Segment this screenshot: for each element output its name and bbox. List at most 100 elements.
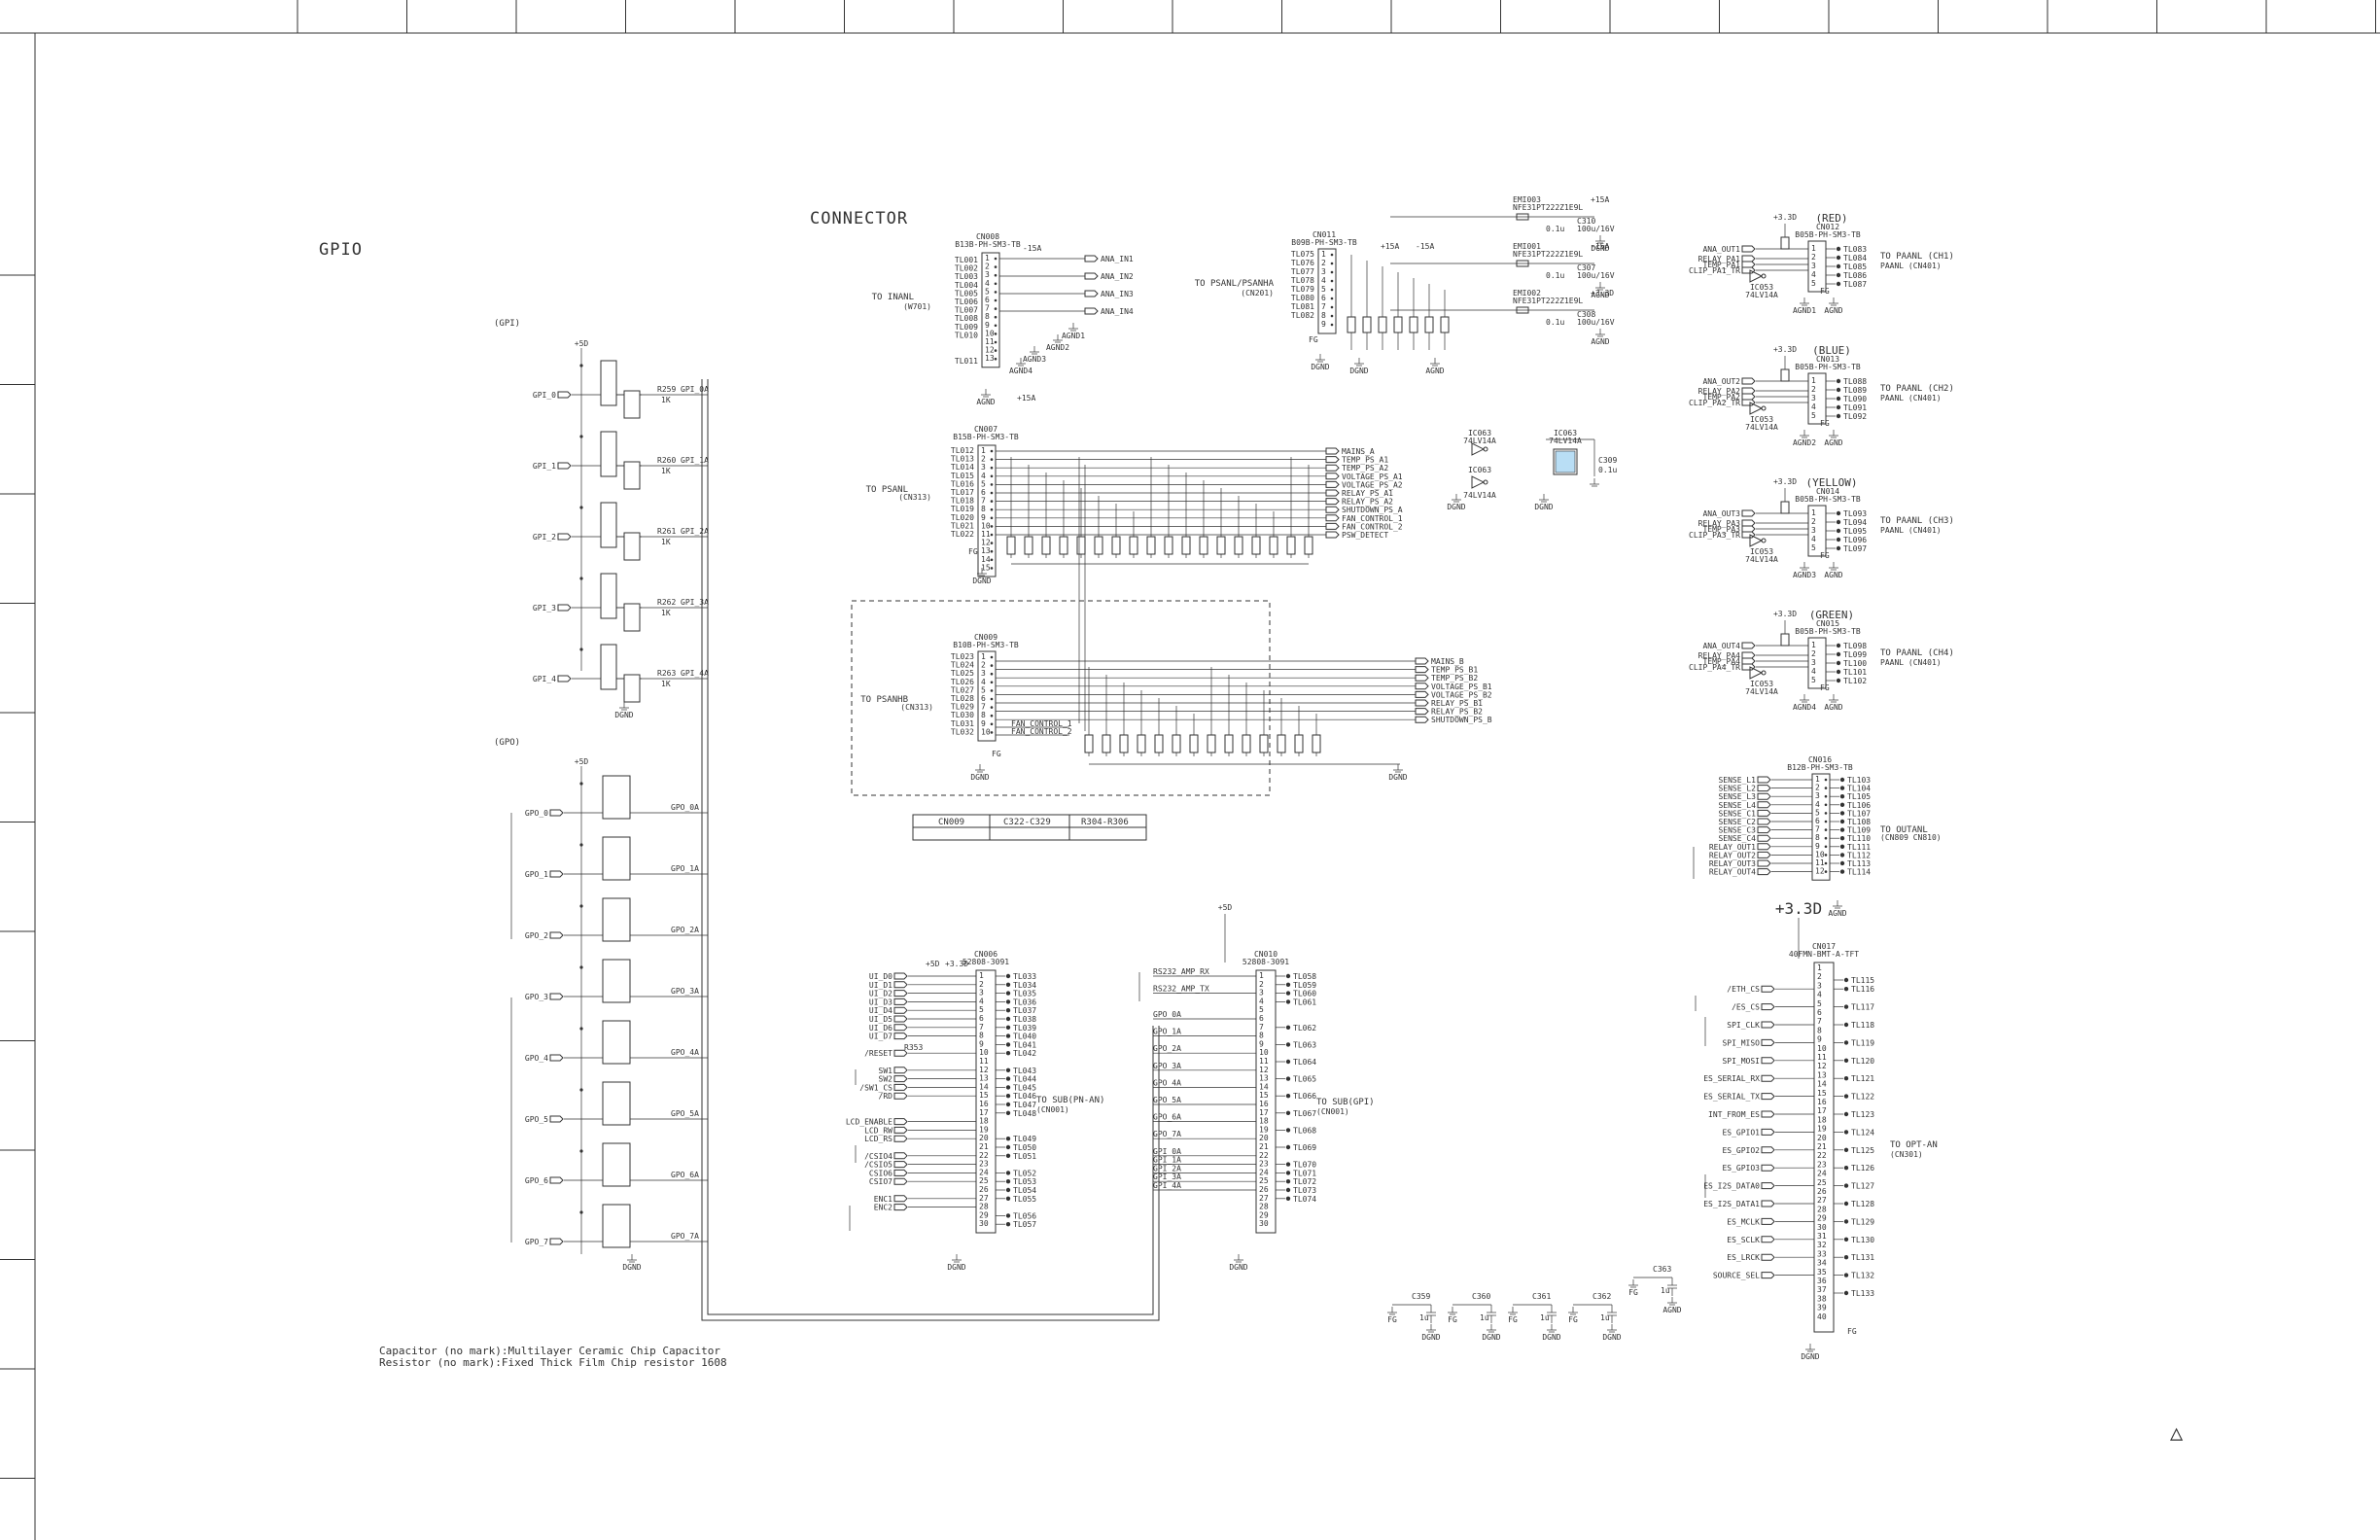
- test-point: [1843, 1058, 1849, 1064]
- test-point: [1285, 973, 1291, 979]
- test-point-tl056: TL056: [1013, 1211, 1036, 1220]
- decoupling-capacitors: C3591uFGDGNDC3601uFGDGNDC3611uFGDGNDC362…: [1387, 1265, 1682, 1342]
- test-point-tl105: TL105: [1847, 792, 1871, 801]
- cn009-cap-3: [1137, 734, 1146, 753]
- cn015-pin-number: 4: [1811, 667, 1816, 676]
- port-arrow: [557, 675, 572, 682]
- test-point-tl038: TL038: [1013, 1015, 1036, 1024]
- test-point: [1839, 777, 1845, 783]
- port-arrow: [893, 1118, 908, 1126]
- cn007-tl-tl015: TL015: [951, 472, 974, 480]
- test-point-tl126: TL126: [1851, 1164, 1874, 1172]
- cn008-pin-number: 9: [985, 321, 990, 330]
- test-point: [1839, 853, 1845, 858]
- port-arrow: [1084, 255, 1099, 262]
- cn008-dest: TO INANL: [872, 293, 914, 302]
- port-arrow: [1741, 642, 1756, 649]
- cn010-input-gpi-2a: GPI_2A: [1153, 1164, 1181, 1172]
- ic063-package-highlight: [1555, 450, 1576, 473]
- port-arrow: [1757, 851, 1771, 858]
- test-point-tl084: TL084: [1843, 254, 1867, 262]
- cn012-pin-number: 4: [1811, 270, 1816, 279]
- cn012-fg: FG: [1820, 287, 1830, 296]
- cn007-pin-mark: [990, 516, 994, 520]
- cn007-pin-number: 8: [981, 505, 986, 513]
- cn007-pin-number: 12: [981, 539, 991, 547]
- gpo-input-gpo-0: GPO_0: [525, 809, 548, 818]
- gpi-output-gpi-4a: GPI_4A: [681, 669, 709, 678]
- test-point: [1285, 1187, 1291, 1193]
- cn009-parts-table: CN009 C322-C329 R304-R306: [912, 814, 1147, 841]
- ground-label-dgnd: DGND: [1388, 773, 1407, 782]
- test-point-tl093: TL093: [1843, 509, 1867, 518]
- cn017-pin-number: 37: [1817, 1285, 1827, 1294]
- port-arrow: [893, 1152, 908, 1160]
- port-arrow: [1741, 255, 1756, 262]
- test-point: [1005, 1025, 1011, 1031]
- cn016-pin-number: 3: [1815, 791, 1820, 800]
- cn008-pin-mark: [994, 265, 998, 268]
- cn007-signal-voltage-ps-a2: VOLTAGE_PS_A2: [1342, 480, 1403, 489]
- cn008-pin-mark: [994, 357, 998, 361]
- cn009-pin-mark: [990, 655, 994, 659]
- port-arrow: [1325, 522, 1340, 530]
- cn014-ref: CN014: [1816, 487, 1839, 496]
- cn017-pin-number: 33: [1817, 1249, 1827, 1258]
- cn007-cap-8: [1146, 536, 1156, 555]
- port-arrow: [1325, 531, 1340, 539]
- gpi-resistor-ref-r260: R260: [657, 456, 676, 465]
- gpi-output-gpi-1a: GPI_1A: [681, 456, 709, 465]
- cn011-body: [1317, 248, 1337, 334]
- cn016-input-sense-c2: SENSE_C2: [1718, 818, 1756, 826]
- cn011-cap-3: [1393, 316, 1403, 333]
- cn008-pin-number: 8: [985, 312, 990, 321]
- cn008-pin-mark: [994, 349, 998, 352]
- cn011-pin-number: 9: [1321, 320, 1326, 329]
- cn017-input-spi-mosi: SPI_MOSI: [1722, 1057, 1760, 1066]
- cn007-pin-mark: [990, 491, 994, 495]
- cn007-tl-tl021: TL021: [951, 521, 974, 530]
- junction-dot: [579, 843, 583, 847]
- cn017-pin-number: 11: [1817, 1053, 1827, 1062]
- ground-label-fg: FG: [1387, 1315, 1397, 1324]
- cn009-pin-mark: [990, 664, 994, 667]
- ground-label-agnd2: AGND2: [1046, 343, 1069, 352]
- test-point-tl110: TL110: [1847, 834, 1871, 843]
- cn007-tl-tl014: TL014: [951, 463, 974, 472]
- test-point: [1836, 413, 1841, 419]
- cn011-fg: FG: [1309, 335, 1318, 344]
- test-point: [1843, 1040, 1849, 1045]
- ground-label-agnd: AGND: [1591, 291, 1609, 299]
- ground-label-dgnd: DGND: [1534, 503, 1553, 511]
- test-point-tl065: TL065: [1293, 1075, 1316, 1084]
- cn017-pin-number: 8: [1817, 1026, 1822, 1034]
- cn009-signal-shutdown-ps-b: SHUTDOWN_PS_B: [1431, 716, 1492, 724]
- cn009-cap-1: [1102, 734, 1111, 753]
- test-point: [1005, 1137, 1011, 1141]
- cn008-body: [981, 252, 1000, 368]
- ground-label-dgnd: DGND: [1542, 1333, 1560, 1342]
- gpo-circuit: +5DGPO_0GPO_0AGPO_1GPO_1AGPO_2GPO_2AGPO_…: [510, 757, 708, 1272]
- gpo-input-gpo-7: GPO_7: [525, 1238, 548, 1246]
- test-point: [1005, 1171, 1011, 1175]
- ground-label-agnd1: AGND1: [1793, 306, 1816, 315]
- ic063-part-b: 74LV14A: [1463, 491, 1496, 500]
- test-point: [1005, 991, 1011, 996]
- test-point: [1005, 1076, 1011, 1081]
- test-point: [1285, 1076, 1291, 1081]
- cn006-part: 52808-3091: [962, 958, 1009, 966]
- cn008-pin-number: 2: [985, 262, 990, 271]
- cn009-fan-fan-control-1: FAN_CONTROL_1: [1011, 719, 1072, 728]
- cn006-input-ui-d6: UI_D6: [869, 1024, 892, 1032]
- test-point-tl111: TL111: [1847, 843, 1871, 852]
- cn017-pin-number: 20: [1817, 1134, 1827, 1142]
- port-arrow: [1415, 699, 1429, 707]
- cn008-pin-mark: [994, 257, 998, 261]
- cn015-pin-number: 2: [1811, 649, 1816, 658]
- test-point-tl049: TL049: [1013, 1135, 1036, 1143]
- cn015-pin-number: 5: [1811, 676, 1816, 684]
- cn013-pin-number: 4: [1811, 402, 1816, 411]
- cn017-pin-number: 24: [1817, 1170, 1827, 1178]
- port-arrow: [1741, 531, 1756, 539]
- cn013-input-temp-pa2: TEMP_PA2: [1702, 393, 1740, 402]
